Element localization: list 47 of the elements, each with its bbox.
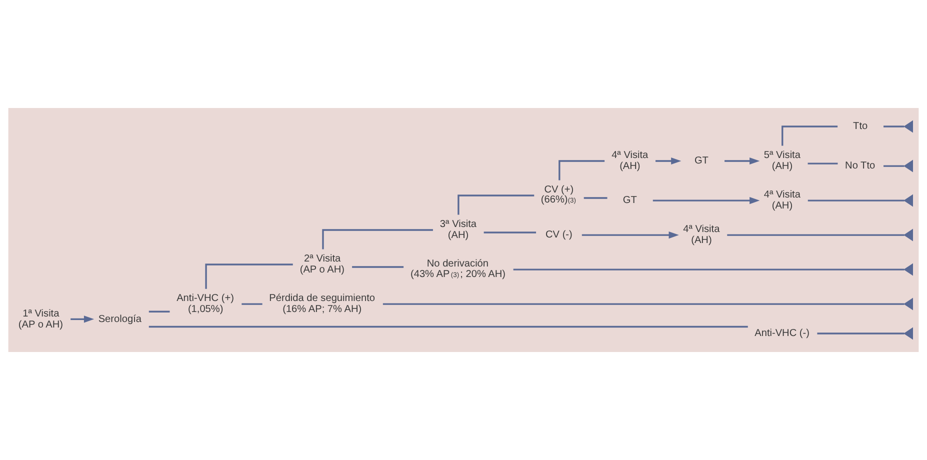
connector	[884, 126, 904, 128]
connector	[458, 194, 534, 215]
node-text: Anti-VHC (+) (1,05%)	[176, 293, 234, 316]
connector	[148, 310, 170, 312]
node-text: 4ª Visita (AH)	[683, 224, 720, 246]
node-triangle	[904, 160, 913, 172]
connector	[727, 234, 904, 236]
connector	[513, 268, 904, 270]
arrow	[656, 157, 682, 165]
connector	[382, 303, 904, 305]
node-text: 3ª Visita (AH)	[440, 219, 477, 242]
node-text: Serología	[98, 314, 142, 325]
connector	[484, 232, 536, 234]
connector	[205, 264, 293, 289]
connector	[584, 197, 608, 199]
node-text: 4ª Visita (AH)	[612, 150, 648, 172]
node-triangle	[904, 327, 913, 340]
node-triangle	[904, 298, 913, 310]
node-triangle	[904, 263, 913, 276]
arrow	[582, 232, 679, 239]
node-text: CV (-)	[546, 230, 572, 241]
node-text: Pérdida de seguimiento (16% AP; 7% AH)	[269, 293, 376, 316]
node-text: 4ª Visita (AH)	[764, 190, 800, 212]
arrow	[652, 197, 760, 204]
node-text: GT	[622, 195, 637, 206]
node-text: Tto	[853, 121, 868, 132]
node-triangle	[904, 194, 913, 207]
node-text: Anti-VHC (-)	[754, 328, 810, 340]
connector	[322, 229, 433, 250]
node-text: No Tto	[845, 160, 876, 172]
node-triangle	[904, 120, 913, 133]
connector	[242, 303, 262, 305]
node-text: 5ª Visita (AH)	[764, 150, 800, 172]
node-text: 2ª Visita (AP o AH)	[300, 254, 344, 276]
node-triangle	[904, 228, 913, 242]
arrow	[70, 316, 94, 323]
arrow	[724, 157, 760, 165]
connector	[884, 165, 904, 167]
connector	[808, 200, 904, 202]
connector	[148, 326, 748, 328]
connector	[817, 332, 904, 334]
connector	[808, 162, 838, 164]
connector	[558, 160, 605, 180]
node-text: 1ª Visita (AP o AH)	[18, 308, 64, 330]
node-text: GT	[694, 156, 708, 167]
connector	[782, 126, 838, 146]
connector	[352, 266, 404, 268]
